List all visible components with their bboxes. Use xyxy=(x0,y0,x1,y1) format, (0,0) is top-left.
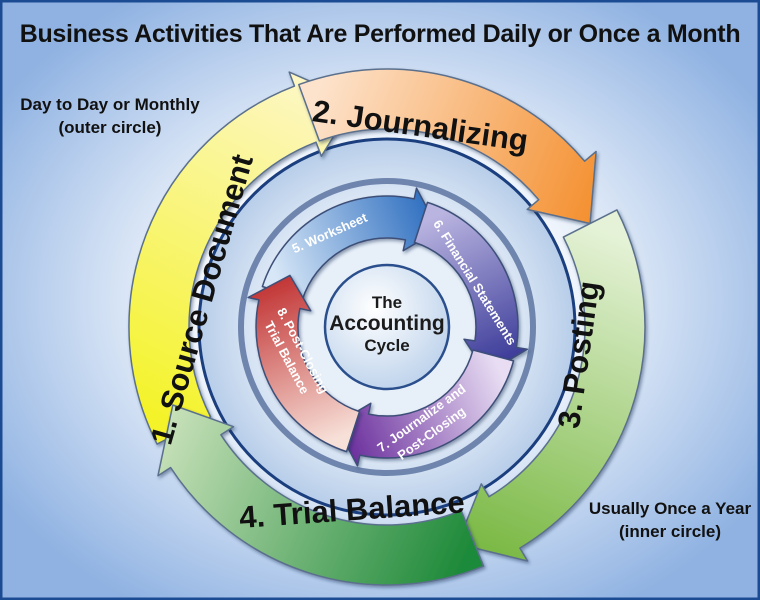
inner-note-line1: Usually Once a Year xyxy=(588,499,752,518)
step-1-source-document-arrow xyxy=(128,71,357,445)
step-7-journalize-and-post-closing-arrow xyxy=(334,349,515,467)
center-hub xyxy=(323,263,451,391)
step-4-trial-balance-arrow xyxy=(157,404,485,586)
step-8-post-closing-trial-balance-arrow xyxy=(247,274,361,453)
inner-ring-band xyxy=(238,178,536,476)
step-3-posting-arrow xyxy=(456,209,646,562)
step-6-financial-statements-arrow xyxy=(413,201,529,375)
step-2-journalizing-arrow xyxy=(298,68,597,225)
diagram-title: Business Activities That Are Performed D… xyxy=(19,20,741,48)
outer-circle-note: Day to Day or Monthly (outer circle) xyxy=(10,94,210,140)
inner-circle-note: Usually Once a Year (inner circle) xyxy=(586,498,754,544)
inner-note-line2: (inner circle) xyxy=(618,521,722,541)
center-label: The Accounting Cycle xyxy=(327,293,447,355)
center-label-line2: Accounting xyxy=(329,312,445,335)
step-5-worksheet-arrow xyxy=(261,187,440,301)
outer-note-line2: (outer circle) xyxy=(58,117,162,137)
outer-note-line1: Day to Day or Monthly xyxy=(20,95,200,114)
center-label-line1: The xyxy=(371,293,403,312)
center-label-line3: Cycle xyxy=(364,336,410,355)
